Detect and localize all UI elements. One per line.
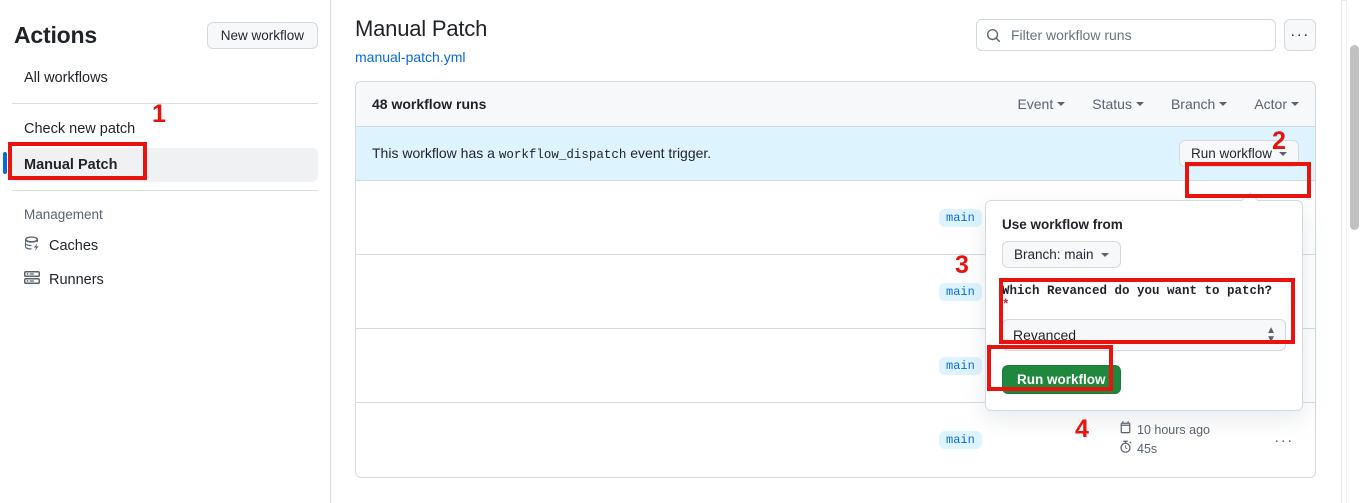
required-asterisk: * [1002, 298, 1010, 312]
sidebar-section-management: Management [24, 207, 103, 222]
chevron-down-icon [1135, 102, 1144, 106]
cache-icon [24, 235, 40, 257]
dispatch-event-code: workflow_dispatch [498, 148, 627, 162]
actions-sidebar: Actions New workflow All workflows Check… [0, 0, 330, 503]
sidebar-item-caches[interactable]: Caches [12, 229, 318, 263]
run-meta-cell: 10 hours ago 45s [1119, 421, 1269, 459]
filter-event[interactable]: Event [1017, 96, 1066, 112]
revanced-select-wrap: Revanced ▲▼ [1002, 319, 1286, 351]
sidebar-item-check-new-patch[interactable]: Check new patch [24, 121, 136, 137]
runs-panel-header: 48 workflow runs Event Status Branch [356, 82, 1315, 127]
workflow-input-label-text: Which Revanced do you want to patch? [1002, 284, 1273, 298]
stopwatch-icon [1119, 440, 1132, 459]
server-icon [24, 269, 40, 291]
branch-badge[interactable]: main [939, 208, 982, 227]
run-date-label: 10 hours ago [1137, 423, 1210, 437]
scrollbar-thumb[interactable] [1350, 45, 1359, 230]
sidebar-item-all-workflows[interactable]: All workflows [24, 70, 108, 86]
filter-actor-label: Actor [1254, 96, 1287, 112]
sidebar-item-caches-label: Caches [49, 238, 99, 254]
select-updown-icon: ▲▼ [1266, 325, 1276, 345]
table-row[interactable]: main [356, 181, 1315, 255]
main-right-border [1341, 0, 1342, 503]
filter-actor[interactable]: Actor [1254, 96, 1299, 112]
branch-badge[interactable]: main [939, 431, 982, 449]
filter-status-label: Status [1092, 96, 1132, 112]
filter-status[interactable]: Status [1092, 96, 1144, 112]
filter-workflow-runs-box[interactable] [976, 19, 1276, 51]
run-date: 10 hours ago [1119, 421, 1269, 440]
chevron-down-icon [1057, 102, 1066, 106]
run-duration: 45s [1119, 440, 1269, 459]
kebab-icon: ··· [1290, 26, 1310, 43]
dispatch-banner-text: This workflow has a workflow_dispatch ev… [372, 145, 711, 162]
branch-badge[interactable]: main [939, 282, 982, 301]
filter-branch[interactable]: Branch [1170, 96, 1228, 112]
workflow-title: Manual Patch [355, 16, 488, 41]
page-scrollbar[interactable] [1346, 0, 1361, 503]
chevron-down-icon [1100, 252, 1109, 257]
chevron-down-icon [1291, 102, 1299, 106]
run-branch-cell: main [939, 282, 1119, 301]
sidebar-divider [12, 103, 318, 104]
branch-select-label: Branch: main [1014, 247, 1094, 262]
row-kebab-icon[interactable]: ··· [1274, 431, 1294, 449]
run-branch-cell: main [939, 208, 1119, 227]
revanced-select[interactable]: Revanced [1002, 319, 1286, 351]
new-workflow-button[interactable]: New workflow [206, 22, 318, 49]
runs-count-label: 48 workflow runs [372, 96, 487, 112]
search-input[interactable] [1009, 26, 1275, 44]
use-workflow-from-label: Use workflow from [1002, 217, 1123, 232]
sidebar-header: Actions New workflow [12, 0, 318, 59]
dispatch-text-before: This workflow has a [372, 145, 495, 161]
run-workflow-submit-button[interactable]: Run workflow [1002, 365, 1121, 394]
calendar-icon [1119, 421, 1132, 440]
sidebar-divider-2 [12, 190, 318, 191]
branch-select-button[interactable]: Branch: main [1002, 241, 1121, 268]
workflow-file-link[interactable]: manual-patch.yml [355, 49, 466, 65]
table-row[interactable]: main 10 hours ago [356, 403, 1315, 477]
sidebar-item-manual-patch[interactable]: Manual Patch [3, 148, 318, 182]
chevron-down-icon [1279, 151, 1287, 156]
table-row[interactable]: main [356, 255, 1315, 329]
run-branch-cell: main [939, 431, 1119, 449]
run-duration-label: 45s [1137, 442, 1158, 456]
dispatch-text-after: event trigger. [630, 145, 712, 161]
branch-badge[interactable]: main [939, 356, 982, 375]
more-options-button[interactable]: ··· [1284, 19, 1316, 51]
main-header-row: Manual Patch manual-patch.yml ··· [355, 14, 1316, 67]
workflow-dispatch-banner: This workflow has a workflow_dispatch ev… [356, 127, 1315, 181]
run-workflow-popup: Use workflow from Branch: main Which Rev… [985, 192, 1303, 411]
runs-filter-group: Event Status Branch Actor [1017, 96, 1299, 112]
workflow-input-label: Which Revanced do you want to patch? * [1002, 284, 1286, 312]
run-workflow-dropdown-button[interactable]: Run workflow [1178, 140, 1299, 167]
run-branch-cell: main [939, 356, 1119, 375]
workflow-title-block: Manual Patch manual-patch.yml [355, 14, 487, 67]
header-actions: ··· [976, 19, 1316, 51]
sidebar-item-runners-label: Runners [49, 272, 104, 288]
run-workflow-dropdown-label: Run workflow [1190, 146, 1272, 161]
sidebar-right-border [330, 0, 331, 503]
revanced-select-value: Revanced [1013, 327, 1077, 343]
chevron-down-icon [1219, 102, 1228, 106]
page-title-actions: Actions [14, 22, 97, 48]
filter-branch-label: Branch [1170, 96, 1216, 112]
filter-event-label: Event [1017, 96, 1054, 112]
sidebar-item-runners[interactable]: Runners [12, 263, 318, 297]
